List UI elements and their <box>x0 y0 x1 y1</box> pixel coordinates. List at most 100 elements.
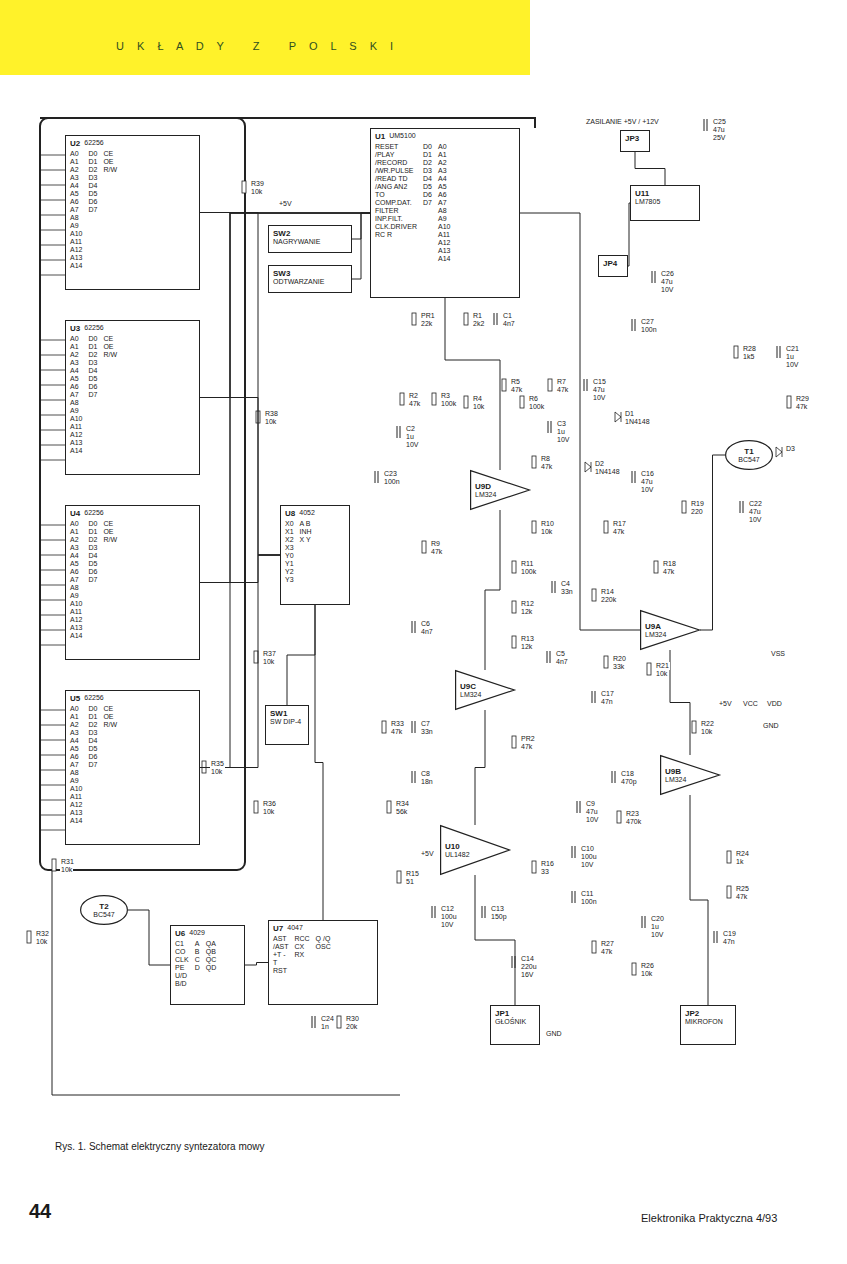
wire-connection <box>485 510 500 670</box>
resistor-symbol <box>604 656 608 668</box>
pin-names: D0 D1 D2 D3 D4 D5 D6 D7 <box>423 143 432 263</box>
opamp-triangle <box>456 671 515 710</box>
part-designator: U5 <box>70 694 80 703</box>
component-label: C21 <box>785 345 800 353</box>
component-label: 18n <box>420 778 434 786</box>
resistor-symbol <box>464 313 468 325</box>
part-designator: U9D <box>475 482 491 491</box>
component-label: 25V <box>712 134 726 142</box>
component-label: C19 <box>722 930 737 938</box>
capacitor-symbol <box>312 1016 315 1028</box>
microphone-connector: JP2MIKROFON <box>680 1005 736 1045</box>
memory-bus-frame <box>40 118 245 870</box>
resistor-symbol <box>520 396 524 408</box>
component-label: 1N4148 <box>624 418 651 426</box>
wire-connection <box>690 795 708 1005</box>
wire-connection <box>352 213 370 279</box>
component-label: C2 <box>405 425 416 433</box>
pin-names: A0 A1 A2 A3 A4 A5 A6 A7 A8 A9 A10 A11 A1… <box>70 520 82 640</box>
component-label: 10V <box>660 286 674 294</box>
component-label: 56k <box>395 808 408 816</box>
component-label: 47k <box>735 893 748 901</box>
component-label: R26 <box>640 962 655 970</box>
component-label: 10V <box>405 441 419 449</box>
wire-connection <box>635 152 665 185</box>
component-label: 10k <box>262 808 275 816</box>
part-type: 62256 <box>84 139 103 148</box>
component-label: C14 <box>520 955 535 963</box>
text-stack: U9BLM324 <box>665 767 686 784</box>
capacitor-symbol <box>572 891 575 903</box>
diode-symbol <box>776 447 782 457</box>
component-label: R9 <box>430 540 441 548</box>
pin-names: A0 A1 A2 A3 A4 A5 A6 A7 A8 A9 A10 A11 A1… <box>438 143 450 263</box>
wire <box>52 870 400 1095</box>
component-label: 20k <box>345 1023 358 1031</box>
component-label: 1k5 <box>742 353 755 361</box>
component-label: 12k <box>520 608 533 616</box>
wire-connection <box>245 963 268 966</box>
part-type: UL1482 <box>445 851 470 859</box>
component-label: R32 <box>35 930 50 938</box>
bus-wire <box>40 355 65 356</box>
component-label: R14 <box>600 588 615 596</box>
power-label: GND <box>762 722 780 730</box>
bus-wire <box>40 385 65 386</box>
wire-connection <box>520 213 640 630</box>
component-label: 10k <box>472 403 485 411</box>
bus-wire <box>40 370 65 371</box>
resistor-symbol <box>512 736 516 748</box>
component-label: R21 <box>655 662 670 670</box>
bus-wire <box>40 400 65 401</box>
text-stack: U10UL1482 <box>445 842 470 859</box>
component-label: R29 <box>795 395 810 403</box>
component-label: 47k <box>510 386 523 394</box>
multivibrator-chip: U74047AST /AST +T -T RSTRCC CX RXQ /Q OS… <box>268 920 378 1005</box>
capacitor-symbol <box>704 119 707 131</box>
page-number: 44 <box>28 1200 52 1222</box>
text-stack: SW2NAGRYWANIE <box>273 229 347 246</box>
part-designator: JP2 <box>685 1009 731 1018</box>
wire-connection <box>200 555 280 583</box>
component-label: C12 <box>440 905 455 913</box>
resistor-symbol <box>532 521 536 533</box>
resistor-symbol <box>512 601 516 613</box>
pin-names: X0 X1 X2 X3 Y0 Y1 Y2 Y3 <box>285 520 294 584</box>
resistor-symbol <box>647 663 651 675</box>
speech-processor-chip: U1UM5100RESET /PLAY /RECORD /WR.PULSE /R… <box>370 128 520 298</box>
component-label: 1N4148 <box>594 468 621 476</box>
component-label: 1u <box>785 353 795 361</box>
component-label: 47k <box>662 568 675 576</box>
component-label: R39 <box>250 180 265 188</box>
bus-wire <box>40 215 65 216</box>
component-label: 470p <box>620 778 638 786</box>
part-designator: SW2 <box>273 229 347 238</box>
part-designator: U7 <box>273 924 283 933</box>
bus-wire <box>40 710 65 711</box>
part-type: LM7805 <box>635 198 695 206</box>
bus-wire <box>40 200 65 201</box>
component-label: C17 <box>600 690 615 698</box>
resistor-symbol <box>242 181 246 193</box>
bus-wire <box>40 615 65 616</box>
chip-heading: U562256 <box>70 694 195 703</box>
resistor-symbol <box>632 963 636 975</box>
component-label: R5 <box>510 378 521 386</box>
component-label: 4n7 <box>502 320 516 328</box>
pin-names: D0 D1 D2 D3 D4 D5 D6 D7 <box>88 335 97 455</box>
journal-footer: Elektronika Praktyczna 4/93 <box>640 1212 778 1225</box>
component-label: 10k <box>250 188 263 196</box>
component-label: C23 <box>383 470 398 478</box>
component-label: R15 <box>405 870 420 878</box>
component-label: 220u <box>520 963 538 971</box>
part-designator: JP4 <box>603 259 623 268</box>
component-label: 47k <box>408 400 421 408</box>
opamp-symbol: U9DLM324 <box>470 470 530 510</box>
component-label: 1u <box>405 433 415 441</box>
part-designator: JP3 <box>625 134 645 143</box>
resistor-symbol <box>387 801 391 813</box>
capacitor-symbol <box>548 421 551 433</box>
capacitor-symbol <box>777 346 780 358</box>
counter-chip: U64029C1 CO CLK PE U/D B/DA B C DQA QB Q… <box>170 925 245 1005</box>
